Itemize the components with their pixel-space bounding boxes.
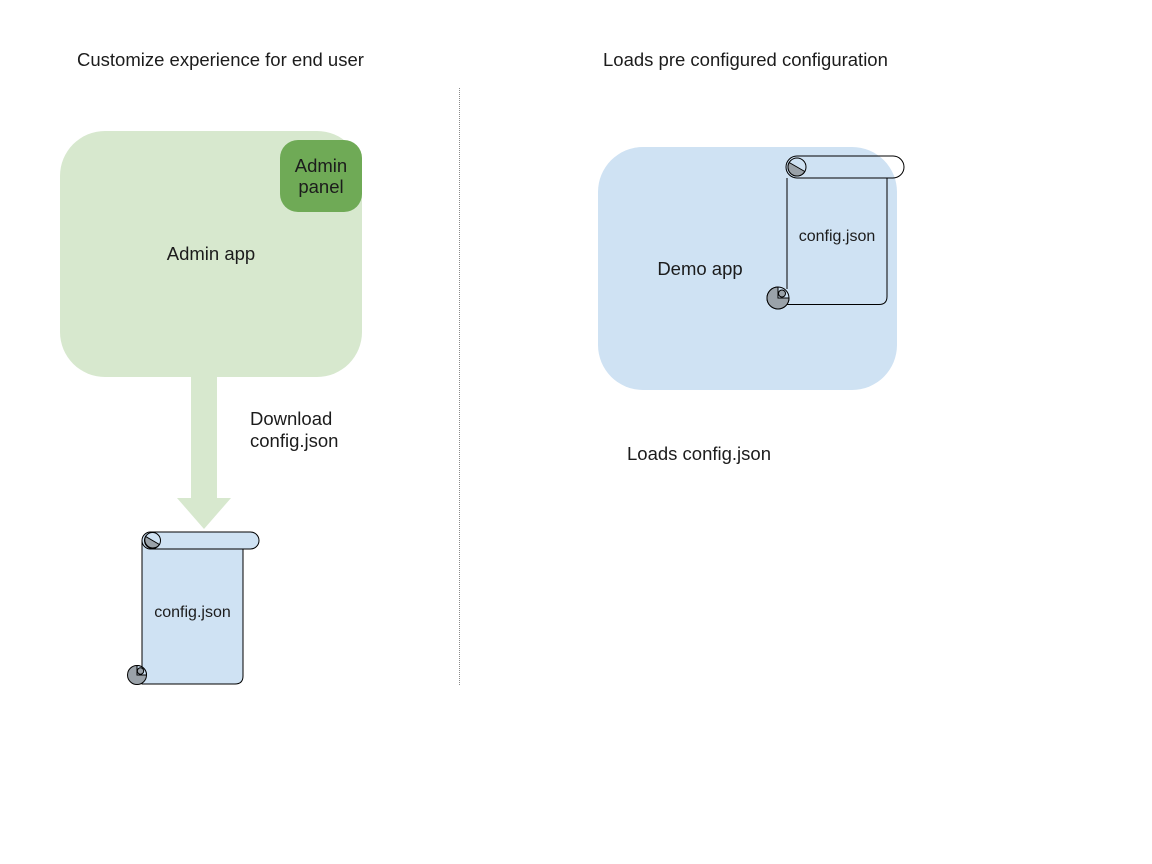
loads-caption: Loads config.json: [627, 443, 771, 464]
config-scroll-icon: [127, 531, 260, 685]
left-section-title: Customize experience for end user: [77, 49, 364, 70]
download-caption: Download config.json: [250, 408, 339, 451]
section-divider: [459, 88, 460, 685]
admin-panel-box: Admin panel: [280, 140, 362, 212]
section-demo-flow: Loads pre configured configuration Demo …: [460, 0, 1152, 864]
demo-app-box: [598, 147, 897, 390]
right-scroll-label: config.json: [798, 228, 876, 245]
left-scroll-label: config.json: [154, 604, 231, 621]
down-arrow-icon: [177, 372, 231, 529]
admin-app-label: Admin app: [166, 243, 256, 264]
right-section-title: Loads pre configured configuration: [603, 49, 888, 70]
section-admin-flow: Customize experience for end user Admin …: [0, 0, 459, 864]
admin-panel-label: Admin panel: [294, 154, 348, 198]
demo-app-label: Demo app: [657, 258, 743, 279]
config-scroll-icon: [766, 155, 905, 310]
